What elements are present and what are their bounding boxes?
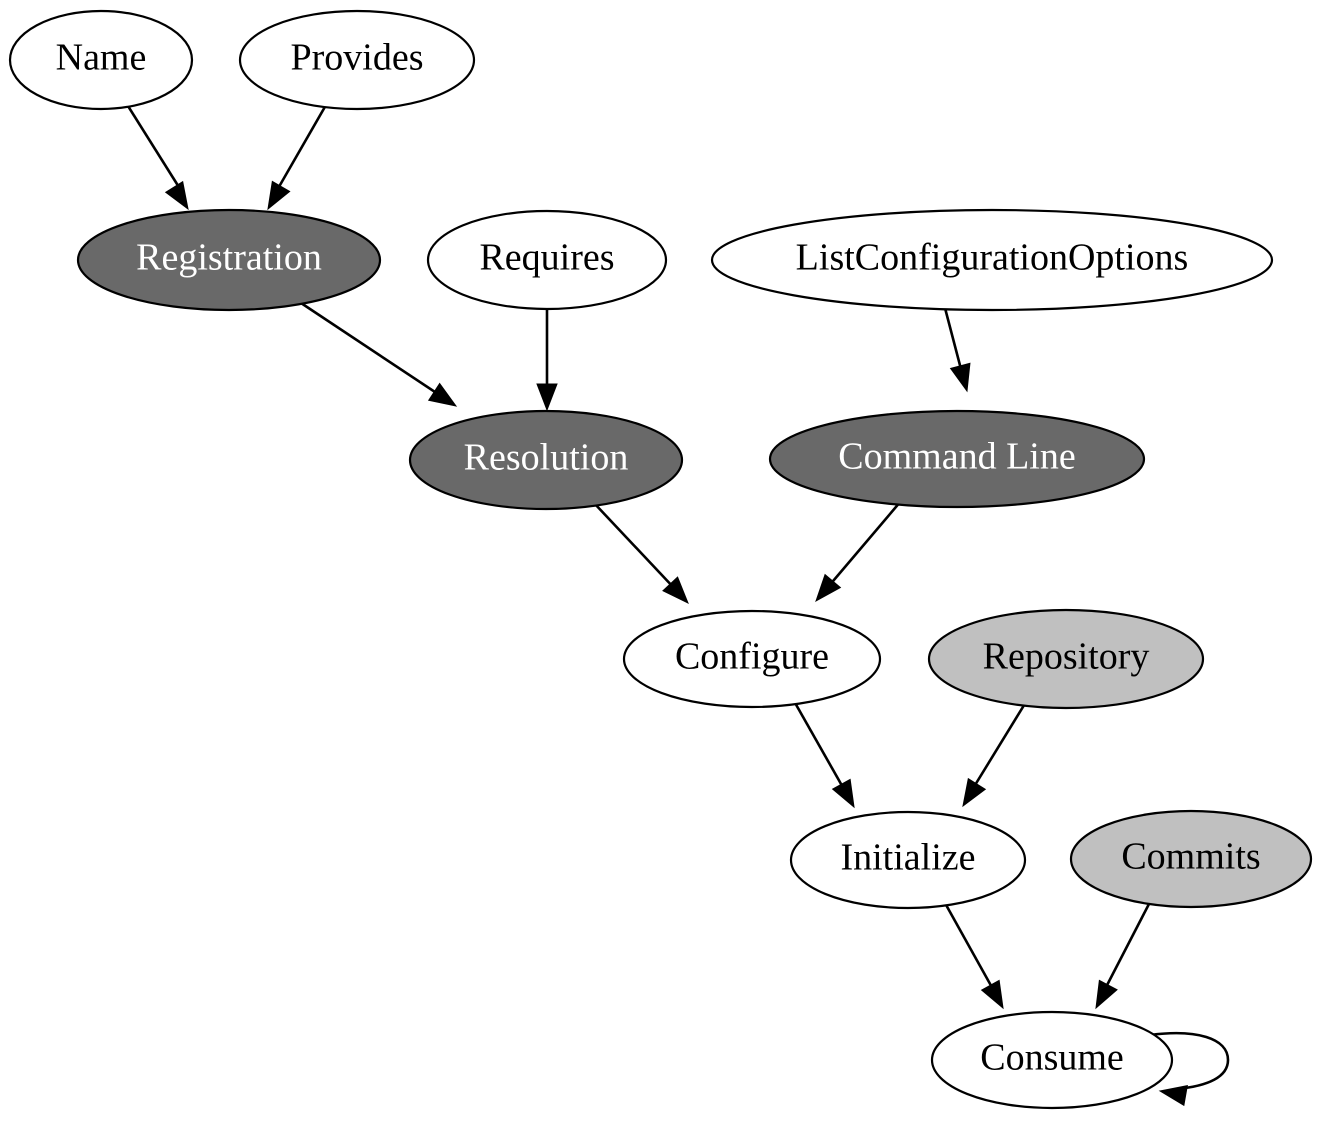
edge-repository-initialize: [962, 701, 1028, 808]
arrowhead-icon: [815, 573, 842, 603]
node-shape-repository[interactable]: [927, 608, 1205, 710]
arrowhead-icon: [536, 383, 558, 412]
node-name[interactable]: Name: [8, 9, 194, 111]
edge-line: [943, 307, 964, 374]
edge-listconfigurationoptions-commandline: [943, 307, 971, 393]
edge-registration-resolution: [300, 301, 458, 407]
edge-initialize-consume: [943, 902, 1004, 1010]
edge-line: [274, 104, 328, 193]
edge-line: [827, 500, 902, 588]
edge-line: [792, 700, 847, 792]
node-requires[interactable]: Requires: [426, 209, 668, 311]
node-shape-registration[interactable]: [76, 208, 382, 312]
edge-line: [1149, 1031, 1230, 1091]
node-repository[interactable]: Repository: [927, 608, 1205, 710]
edge-configure-initialize: [792, 700, 855, 809]
arrowhead-icon: [949, 362, 971, 393]
arrowhead-icon: [1095, 979, 1118, 1010]
node-shape-initialize[interactable]: [789, 810, 1027, 910]
arrowhead-icon: [662, 576, 689, 605]
arrowhead-icon: [962, 777, 987, 808]
node-configure[interactable]: Configure: [622, 609, 882, 709]
node-shape-consume[interactable]: [930, 1010, 1174, 1110]
edge-line: [126, 105, 184, 193]
node-shape-resolution[interactable]: [408, 409, 684, 511]
arrowhead-icon: [164, 180, 189, 211]
arrowhead-icon: [1158, 1085, 1188, 1107]
node-shape-name[interactable]: [8, 9, 194, 111]
edge-name-registration: [126, 105, 189, 211]
edge-consume-consume-self-loop: [1149, 1031, 1230, 1107]
node-commits[interactable]: Commits: [1069, 809, 1313, 909]
edge-requires-resolution: [536, 309, 558, 412]
node-commandline[interactable]: Command Line: [768, 409, 1146, 509]
edge-line: [970, 701, 1028, 791]
node-listconfigurationoptions[interactable]: ListConfigurationOptions: [710, 208, 1274, 312]
node-registration[interactable]: Registration: [76, 208, 382, 312]
edge-line: [300, 301, 442, 398]
node-shape-commandline[interactable]: [768, 409, 1146, 509]
node-resolution[interactable]: Resolution: [408, 409, 684, 511]
edges-layer: [126, 104, 1230, 1107]
edge-commits-consume: [1095, 901, 1152, 1010]
node-shape-commits[interactable]: [1069, 809, 1313, 909]
node-initialize[interactable]: Initialize: [789, 810, 1027, 910]
arrowhead-icon: [427, 382, 458, 407]
node-shape-listconfigurationoptions[interactable]: [710, 208, 1274, 312]
edge-commandline-configure: [815, 500, 902, 603]
edge-line: [943, 902, 996, 992]
edge-line: [1102, 901, 1152, 992]
arrowhead-icon: [831, 778, 855, 809]
arrowhead-icon: [267, 180, 291, 211]
edge-line: [593, 502, 676, 590]
node-consume[interactable]: Consume: [930, 1010, 1174, 1110]
node-shape-requires[interactable]: [426, 209, 668, 311]
arrowhead-icon: [980, 979, 1004, 1010]
node-shape-provides[interactable]: [238, 9, 476, 111]
edge-resolution-configure: [593, 502, 689, 605]
edge-provides-registration: [267, 104, 328, 211]
node-provides[interactable]: Provides: [238, 9, 476, 111]
node-shape-configure[interactable]: [622, 609, 882, 709]
